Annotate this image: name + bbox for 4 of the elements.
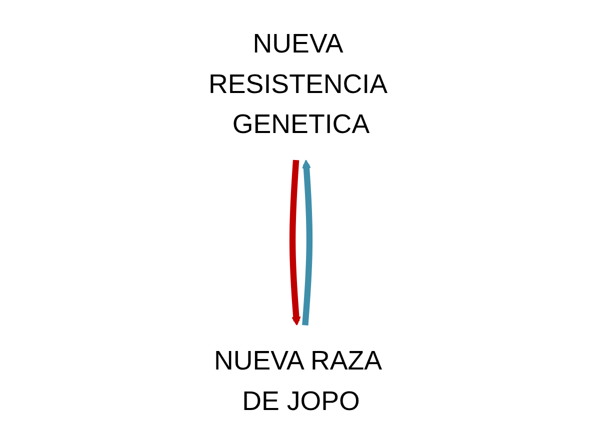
node-text: NUEVA RAZA DE JOPO	[214, 344, 381, 416]
node-text: NUEVA RESISTENCIA GENETICA	[208, 28, 386, 140]
arrow	[289, 160, 301, 326]
arrow	[302, 160, 313, 326]
